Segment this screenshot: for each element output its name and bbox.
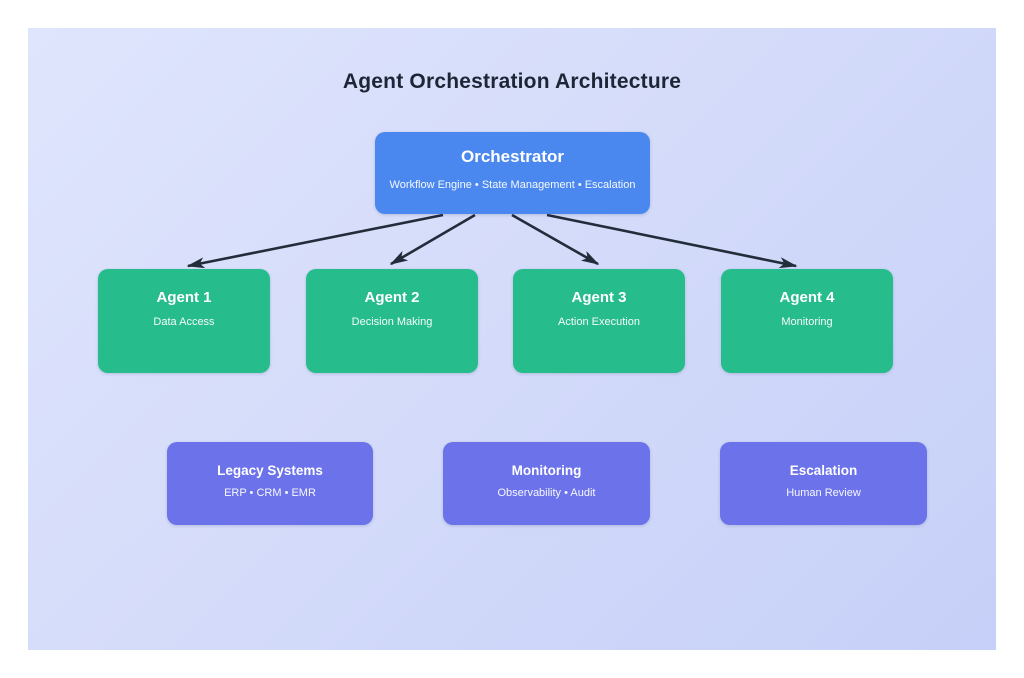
diagram-title: Agent Orchestration Architecture [342,70,682,93]
arrow-orchestrator-to-agent-4 [546,213,798,269]
agent-1-subtitle: Data Access [153,316,215,328]
escalation-title: Escalation [789,463,858,478]
legacy-systems-subtitle: ERP • CRM • EMR [224,487,316,499]
node-agent-3: Agent 3 Action Execution [513,269,685,373]
monitoring-subtitle: Observability • Audit [497,487,596,499]
node-escalation: Escalation Human Review [720,442,927,525]
node-agent-1: Agent 1 Data Access [98,269,270,373]
arrow-orchestrator-to-agent-3 [511,213,600,266]
node-agent-2: Agent 2 Decision Making [306,269,478,373]
arrow-orchestrator-to-agent-1 [186,213,444,269]
orchestrator-title: Orchestrator [461,147,564,166]
agent-3-title: Agent 3 [571,289,627,306]
node-legacy-systems: Legacy Systems ERP • CRM • EMR [167,442,373,525]
legacy-systems-title: Legacy Systems [217,463,323,478]
agent-1-title: Agent 1 [156,289,212,306]
escalation-subtitle: Human Review [786,487,861,499]
agent-4-subtitle: Monitoring [781,316,833,328]
agent-2-title: Agent 2 [364,289,420,306]
orchestrator-subtitle: Workflow Engine • State Management • Esc… [389,179,636,191]
agent-4-title: Agent 4 [779,289,835,306]
agent-3-subtitle: Action Execution [558,316,640,328]
node-agent-4: Agent 4 Monitoring [721,269,893,373]
diagram-canvas: Agent Orchestration Architecture Orchest… [28,28,996,650]
arrow-orchestrator-to-agent-2 [389,213,476,266]
agent-2-subtitle: Decision Making [351,316,433,328]
node-monitoring: Monitoring Observability • Audit [443,442,650,525]
node-orchestrator: Orchestrator Workflow Engine • State Man… [375,132,650,214]
monitoring-title: Monitoring [511,463,582,478]
